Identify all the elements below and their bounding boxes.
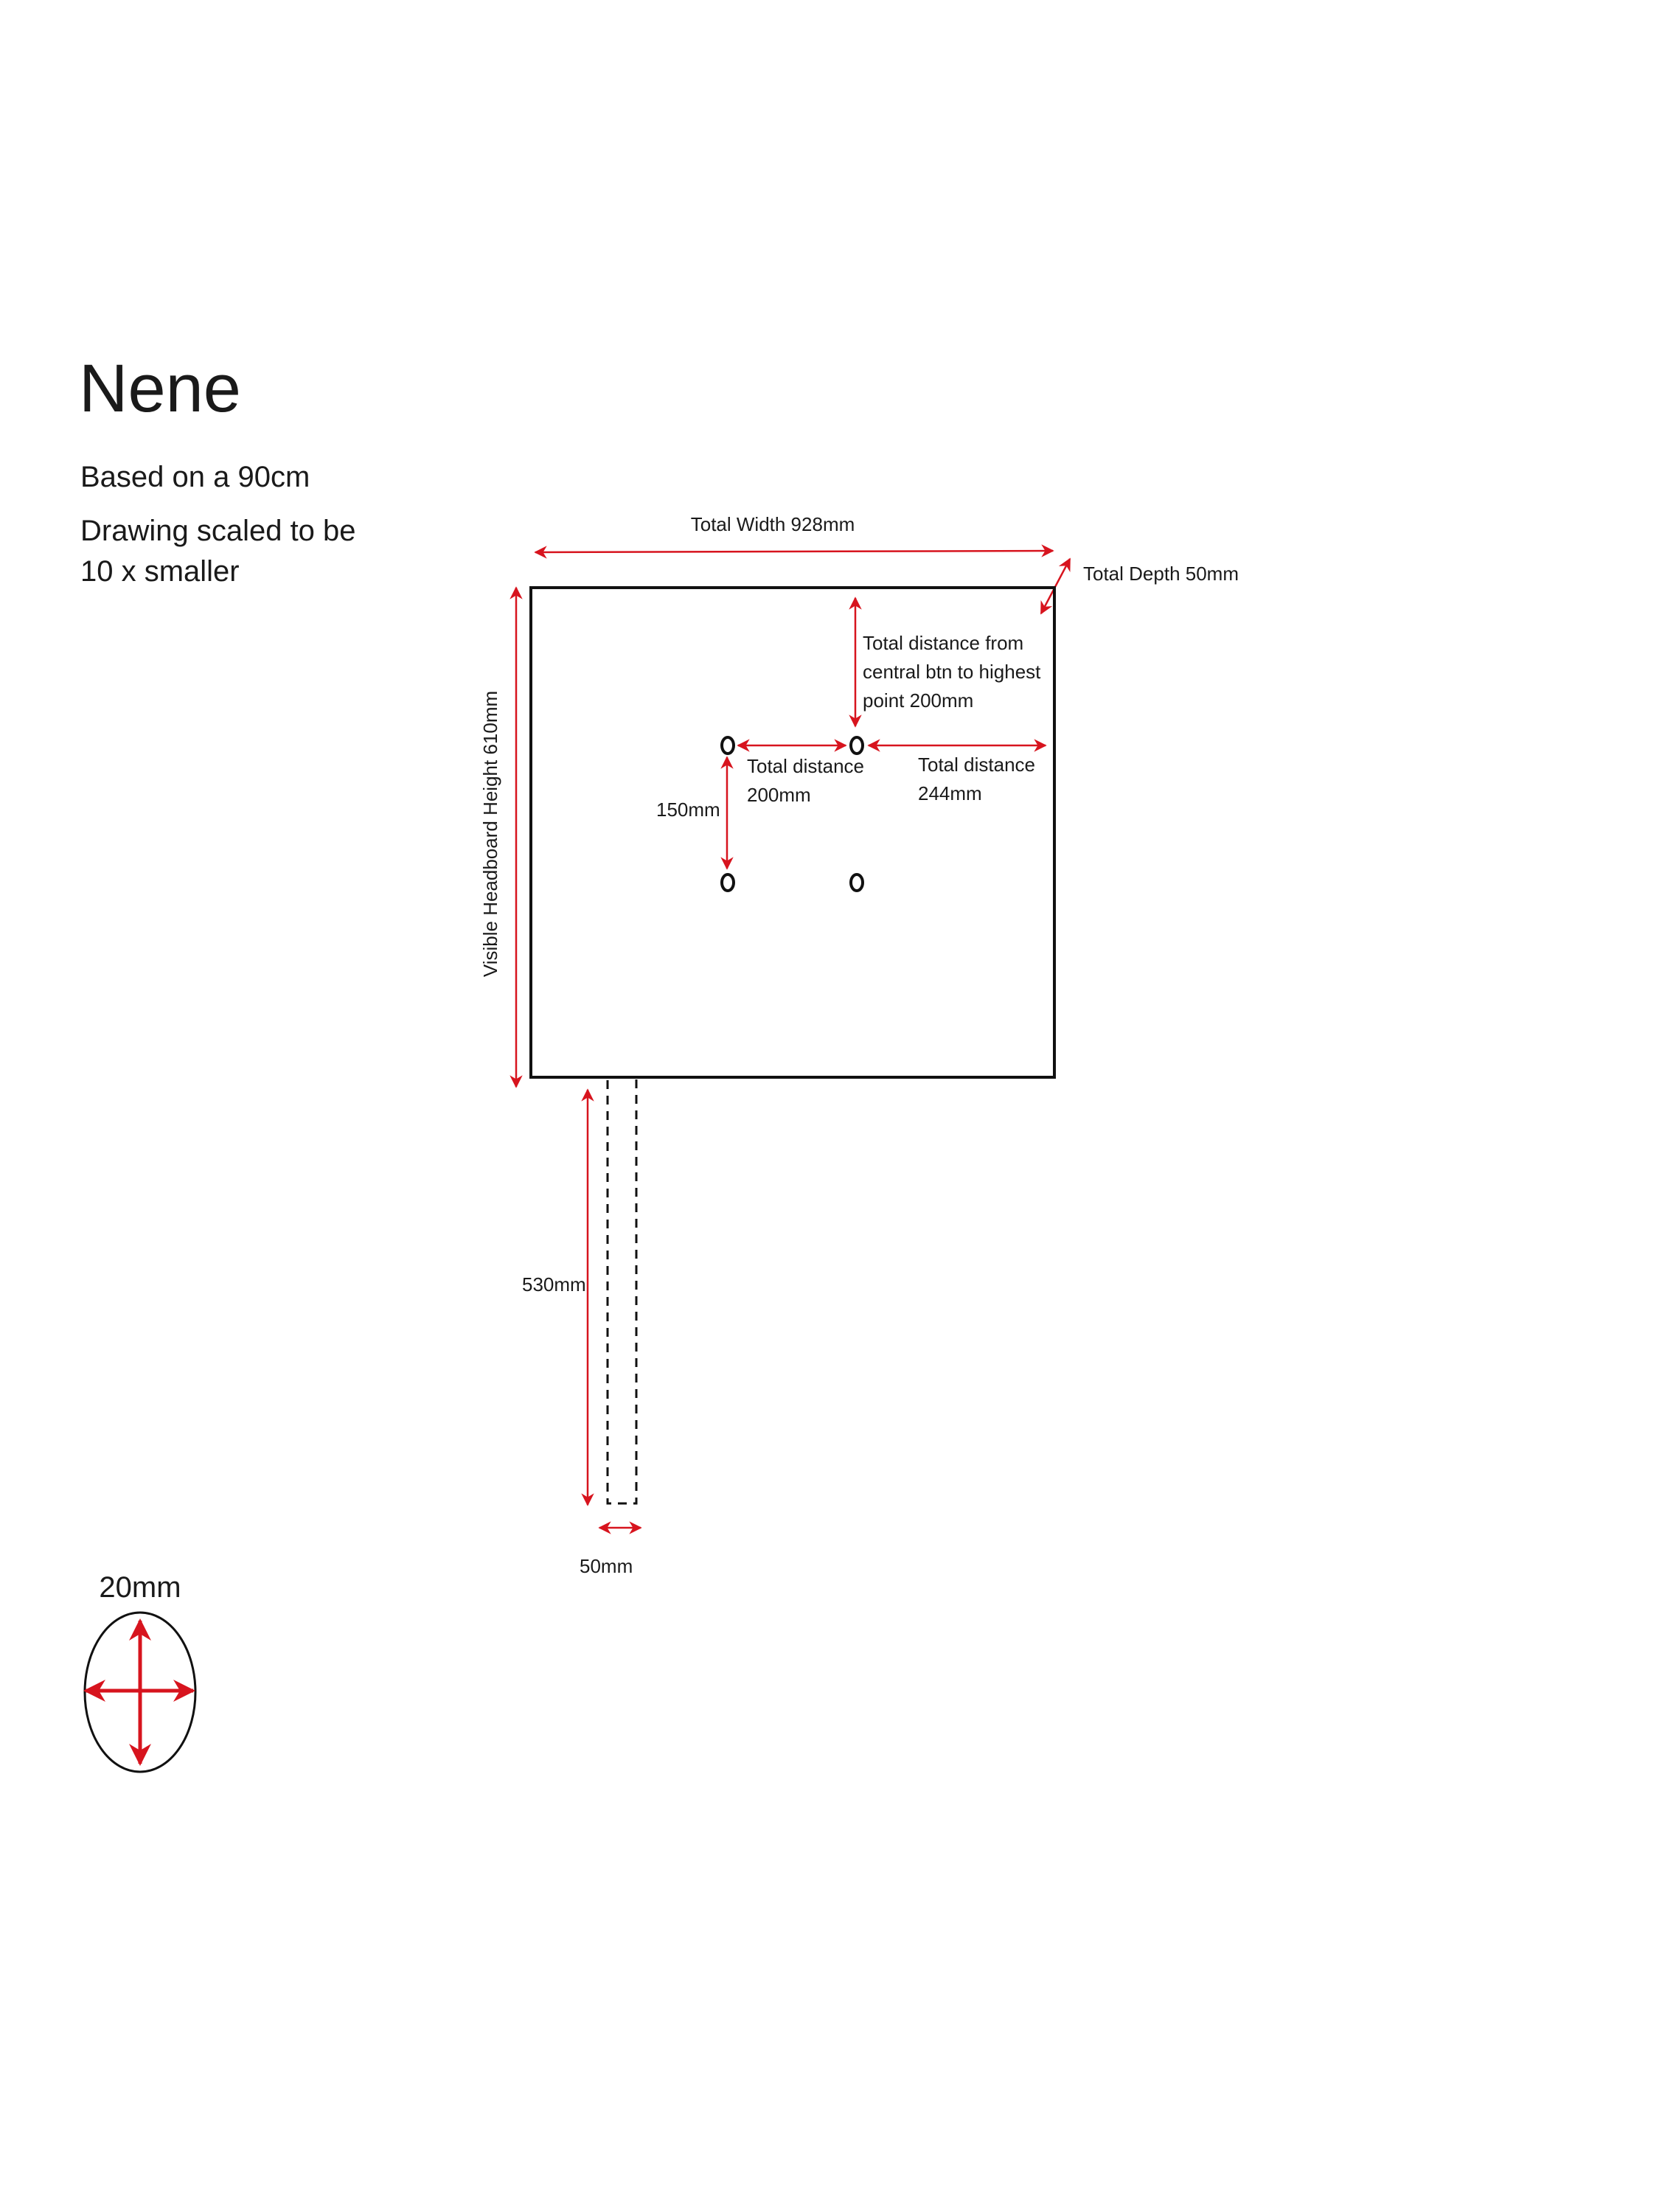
leg-height-label: 530mm xyxy=(522,1273,586,1295)
edge-distance-label-2: 244mm xyxy=(918,782,982,804)
button-spacing-label-1: Total distance xyxy=(747,755,864,777)
button-hole-top-center xyxy=(849,736,864,755)
depth-label: Total Depth 50mm xyxy=(1083,563,1239,585)
width-label: Total Width 928mm xyxy=(691,513,855,535)
leg-outline-dashed xyxy=(606,1076,638,1505)
headboard-outline xyxy=(529,586,1056,1079)
vertical-spacing-label: 150mm xyxy=(656,799,720,821)
note-scale-line-1: Drawing scaled to be xyxy=(80,515,356,547)
button-hole-bottom-center xyxy=(849,873,864,892)
width-dimension-arrow xyxy=(534,544,1054,559)
button-spacing-label-2: 200mm xyxy=(747,784,811,806)
button-hole-top-left xyxy=(720,736,735,755)
top-distance-label-2: central btn to highest xyxy=(863,661,1041,683)
height-label: Visible Headboard Height 610mm xyxy=(479,691,501,977)
leg-width-label: 50mm xyxy=(580,1555,633,1577)
note-scale-line-2: 10 x smaller xyxy=(80,555,240,588)
drawing-title: Nene xyxy=(79,351,241,426)
top-distance-label-1: Total distance from xyxy=(863,632,1023,654)
button-size-label: 20mm xyxy=(99,1571,181,1604)
note-base-size: Based on a 90cm xyxy=(80,461,310,493)
edge-distance-label-1: Total distance xyxy=(918,754,1035,776)
button-hole-bottom-left xyxy=(720,873,735,892)
top-distance-label-3: point 200mm xyxy=(863,689,973,712)
